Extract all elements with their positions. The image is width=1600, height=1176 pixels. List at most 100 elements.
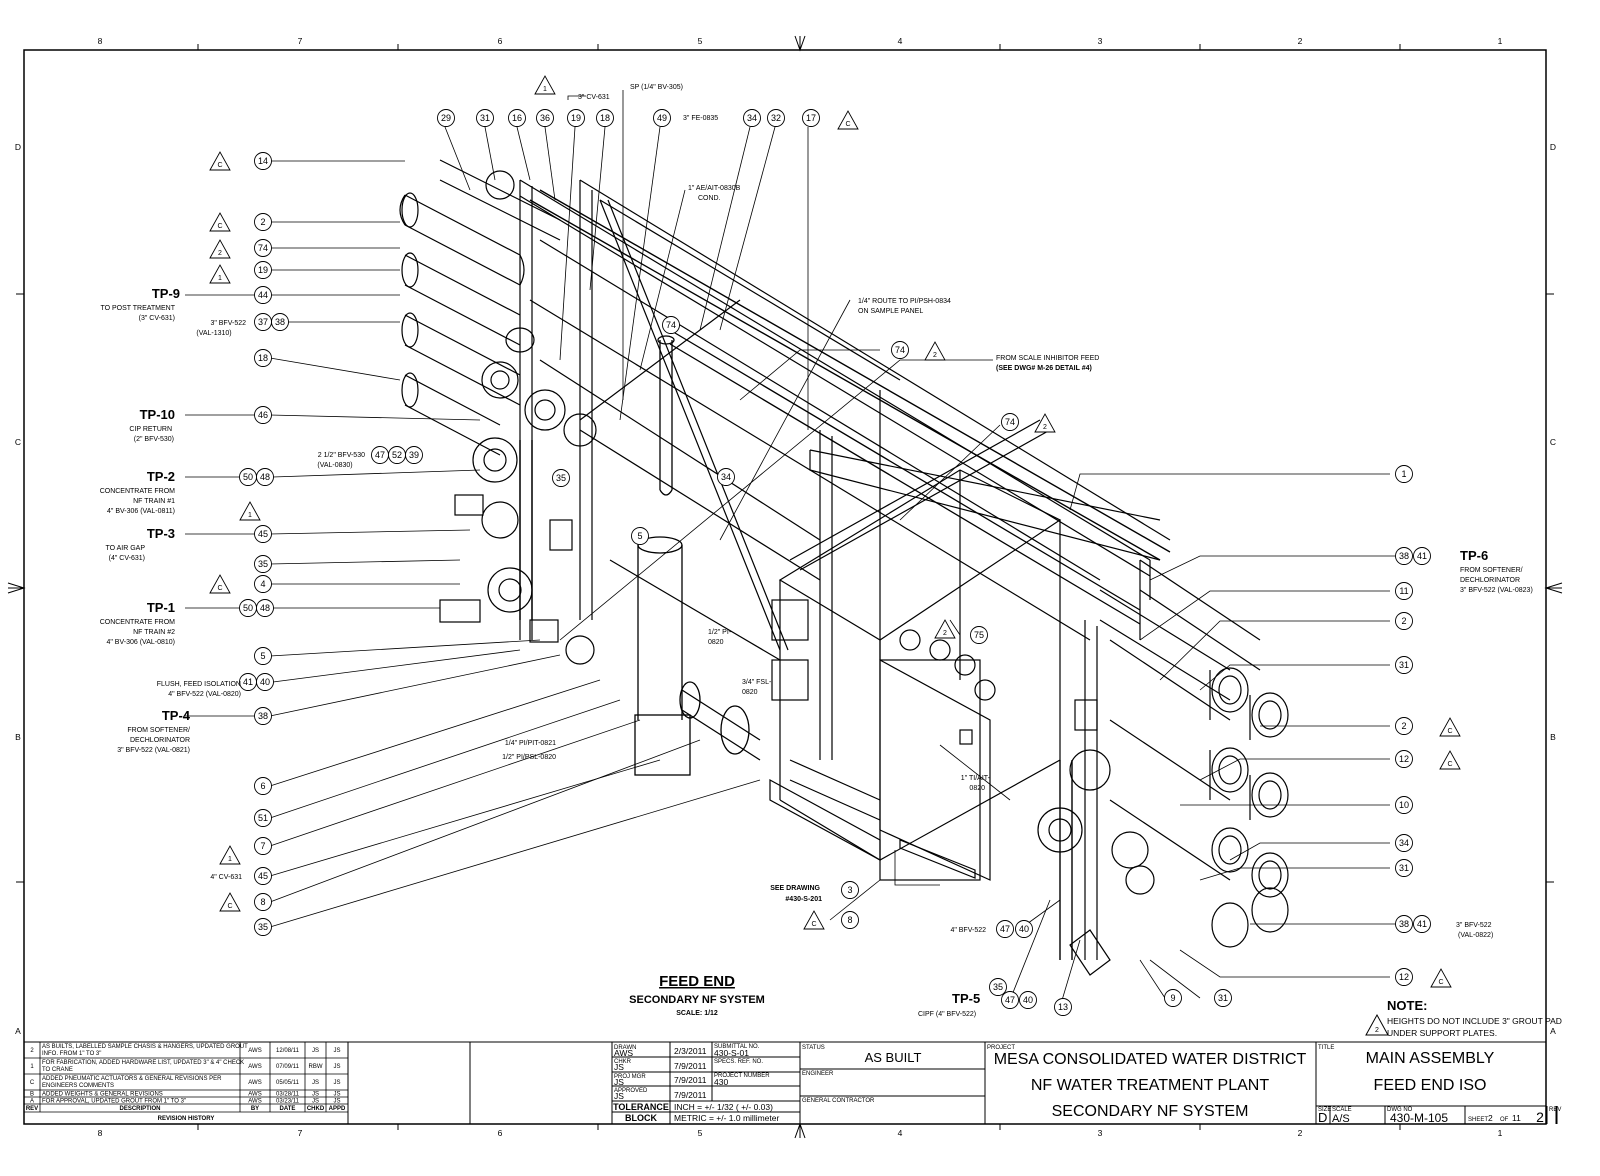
view-subtitle: SECONDARY NF SYSTEM — [629, 994, 765, 1006]
rev-chkd: JS — [312, 1048, 319, 1054]
rev-chkd: JS — [312, 1099, 319, 1105]
revision-delta: 2 — [934, 619, 956, 639]
svg-text:SUBMITTAL NO.: SUBMITTAL NO. — [714, 1044, 760, 1050]
revision-delta: C — [209, 574, 231, 594]
revision-delta: C — [1439, 717, 1461, 737]
item-bubble: 35 — [254, 918, 272, 936]
revision-delta: C — [803, 910, 825, 930]
svg-text:SIZE: SIZE — [1318, 1107, 1331, 1113]
item-bubble: 2 — [1395, 717, 1413, 735]
rev-date: 03/28/11 — [276, 1092, 300, 1098]
item-bubble: 35 — [552, 469, 570, 487]
item-bubble: 19 — [567, 109, 585, 127]
svg-text:2: 2 — [1401, 616, 1406, 626]
svg-text:D: D — [1318, 1110, 1327, 1125]
item-bubble: 32 — [767, 109, 785, 127]
svg-text:31: 31 — [480, 113, 490, 123]
col-label: 8 — [98, 1128, 103, 1138]
item-bubble: 11 — [1395, 582, 1413, 600]
item-bubble: 47 — [371, 446, 389, 464]
title-line: MAIN ASSEMBLY — [1366, 1050, 1495, 1067]
svg-text:40: 40 — [1019, 924, 1029, 934]
item-bubble: 74 — [891, 341, 909, 359]
tp-desc: (3" CV-631) — [139, 315, 175, 322]
col-label: 1 — [1498, 36, 1503, 46]
rev-id: C — [30, 1080, 35, 1086]
svg-text:41: 41 — [243, 677, 253, 687]
svg-text:38: 38 — [1399, 919, 1409, 929]
rev-appd: JS — [333, 1092, 340, 1098]
svg-text:1: 1 — [218, 275, 222, 282]
rev-desc: FOR FABRICATION, ADDED HARDWARE LIST, UP… — [42, 1060, 244, 1066]
drawing-title: FEED END SECONDARY NF SYSTEM SCALE: 1/12 — [629, 973, 765, 1017]
svg-text:36: 36 — [540, 113, 550, 123]
svg-text:51: 51 — [258, 813, 268, 823]
rev-desc: AS BUILTS, LABELLED SAMPLE CHASIS & HANG… — [42, 1044, 248, 1050]
svg-text:STATUS: STATUS — [802, 1045, 825, 1051]
svg-text:1/2" PI/PSL-0820: 1/2" PI/PSL-0820 — [502, 754, 556, 761]
svg-text:40: 40 — [1023, 995, 1033, 1005]
svg-text:PROJECT: PROJECT — [987, 1045, 1015, 1051]
revision-delta: C — [219, 892, 241, 912]
item-bubble: 3 — [841, 881, 859, 899]
item-bubble: 17 — [802, 109, 820, 127]
svg-text:4" BFV-522: 4" BFV-522 — [950, 927, 986, 934]
svg-text:2: 2 — [1488, 1113, 1493, 1123]
svg-text:45: 45 — [258, 529, 268, 539]
svg-text:7: 7 — [260, 841, 265, 851]
svg-text:29: 29 — [441, 113, 451, 123]
svg-text:38: 38 — [258, 711, 268, 721]
rev-appd: JS — [333, 1064, 340, 1070]
svg-text:(SEE DWG# M-26 DETAIL #4): (SEE DWG# M-26 DETAIL #4) — [996, 365, 1092, 372]
svg-text:13: 13 — [1058, 1002, 1068, 1012]
svg-text:C: C — [811, 921, 816, 928]
rev-by: AWS — [248, 1048, 261, 1054]
item-bubble: 14 — [254, 152, 272, 170]
tp-desc: CIPF (4" BFV-522) — [918, 1011, 976, 1018]
approval-label: DRAWN — [614, 1045, 636, 1051]
svg-text:SPECS. REF. NO.: SPECS. REF. NO. — [714, 1059, 763, 1065]
item-bubble: 41 — [1413, 547, 1431, 565]
control-skid — [769, 419, 1161, 881]
svg-text:FLUSH, FEED ISOLATION: FLUSH, FEED ISOLATION — [157, 681, 241, 688]
rev-desc: ENGINEERS COMMENTS — [42, 1083, 114, 1089]
svg-text:APPD: APPD — [329, 1106, 346, 1112]
svg-text:NOTE:: NOTE: — [1387, 998, 1427, 1013]
svg-text:35: 35 — [258, 559, 268, 569]
item-bubble: 47 — [1001, 991, 1019, 1009]
revision-delta: 1 — [239, 501, 261, 521]
svg-text:41: 41 — [1417, 919, 1427, 929]
col-label: 5 — [698, 1128, 703, 1138]
svg-text:3/4" FSL-: 3/4" FSL- — [742, 679, 772, 686]
svg-text:C: C — [227, 903, 232, 910]
tp-name: TP-5 — [952, 991, 980, 1006]
tp-desc: (2" BFV-530) — [134, 436, 174, 443]
tp-desc: FROM SOFTENER/ — [127, 727, 190, 734]
svg-text:31: 31 — [1218, 993, 1228, 1003]
svg-text:SP (1/4" BV-305): SP (1/4" BV-305) — [630, 84, 683, 91]
svg-text:7/9/2011: 7/9/2011 — [674, 1090, 707, 1100]
isometric-equipment — [399, 159, 1289, 976]
svg-text:SCALE: SCALE — [1332, 1107, 1352, 1113]
svg-text:5: 5 — [260, 651, 265, 661]
svg-text:12: 12 — [1399, 972, 1409, 982]
svg-text:3" CV-631: 3" CV-631 — [578, 94, 610, 101]
svg-text:1: 1 — [543, 86, 547, 93]
revision-history-table: 2AS BUILTS, LABELLED SAMPLE CHASIS & HAN… — [24, 1041, 348, 1122]
item-bubble: 31 — [1395, 656, 1413, 674]
svg-text:BLOCK: BLOCK — [625, 1113, 657, 1123]
row-label: D — [1550, 142, 1556, 152]
project-line: MESA CONSOLIDATED WATER DISTRICT — [994, 1051, 1307, 1068]
zone-labels: 8 7 6 5 4 3 2 1 8 7 6 5 4 3 2 1 D C B A … — [15, 36, 1556, 1138]
revision-delta: 1 — [534, 75, 556, 95]
col-label: 2 — [1298, 36, 1303, 46]
item-bubble: 31 — [476, 109, 494, 127]
project-line: SECONDARY NF SYSTEM — [1052, 1103, 1249, 1120]
approval-label: APPROVED — [614, 1088, 648, 1094]
tp-desc: DECHLORINATOR — [130, 737, 190, 744]
item-bubble: 75 — [970, 626, 988, 644]
item-bubble: 74 — [662, 316, 680, 334]
svg-text:(VAL-0822): (VAL-0822) — [1458, 932, 1493, 939]
item-bubble: 40 — [1015, 920, 1033, 938]
svg-text:74: 74 — [1005, 417, 1015, 427]
